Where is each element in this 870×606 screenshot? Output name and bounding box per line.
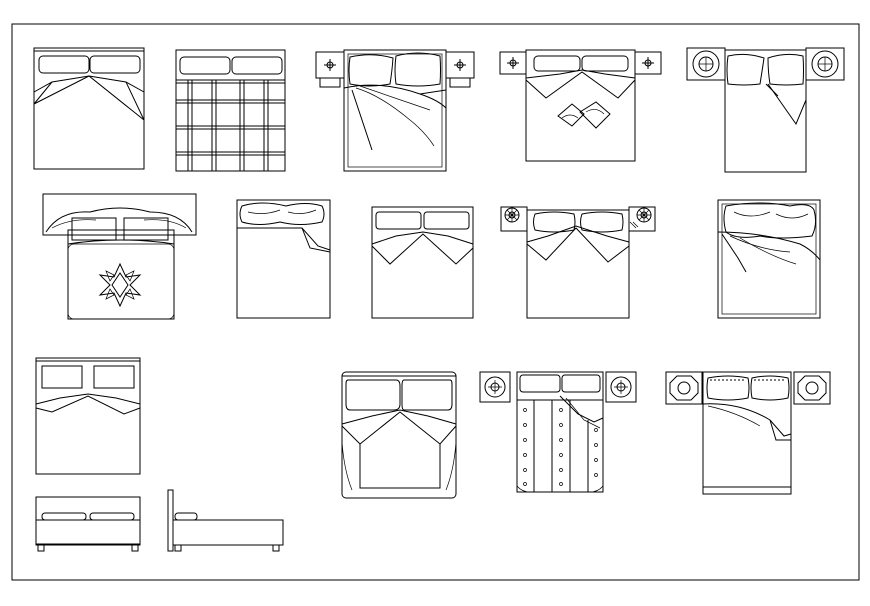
sheet-border [11,23,860,581]
bed-double-canopy-floral [42,193,197,320]
bed-side-elevation-front [35,496,141,552]
bed-double-with-flower-lamps [500,206,656,319]
bed-double-plain [33,47,145,170]
bed-double-folded [371,206,474,319]
bed-double-plaid [175,49,286,172]
bed-single-folded-sheet [236,199,331,319]
bed-side-elevation-side [167,489,284,552]
bed-double-with-nightstands-cushions [499,49,662,162]
bed-double-patterned [479,371,637,493]
bed-double-with-round-lamps [686,47,845,173]
bed-double-octagon-lamps [665,371,831,495]
bed-double-crumpled-duvet [717,199,821,319]
bed-double-square-pillows [35,357,141,475]
bed-double-rounded [341,371,457,499]
bed-double-with-nightstands-duvet [315,49,475,172]
